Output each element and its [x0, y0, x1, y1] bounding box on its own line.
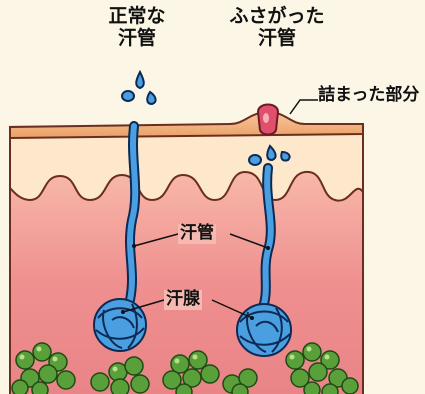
normal-duct-title-line2: 汗管 [92, 28, 182, 50]
normal-duct-title: 正常な 汗管 [92, 6, 182, 50]
normal-sweat-duct-fill [130, 126, 135, 300]
blocked-duct-title-line1: ふさがった [212, 6, 342, 28]
clog-plug [258, 105, 278, 135]
blocked-duct-title: ふさがった 汗管 [212, 6, 342, 50]
duct-label: 汗管 [178, 224, 216, 244]
normal-duct-title-line1: 正常な [92, 6, 182, 28]
blocked-part-label: 詰まった部分 [318, 86, 419, 106]
sweat-droplets-normal [122, 72, 156, 104]
blocked-sweat-gland [237, 304, 291, 356]
gland-label: 汗腺 [164, 290, 202, 310]
blocked-duct-title-line2: 汗管 [212, 28, 342, 50]
